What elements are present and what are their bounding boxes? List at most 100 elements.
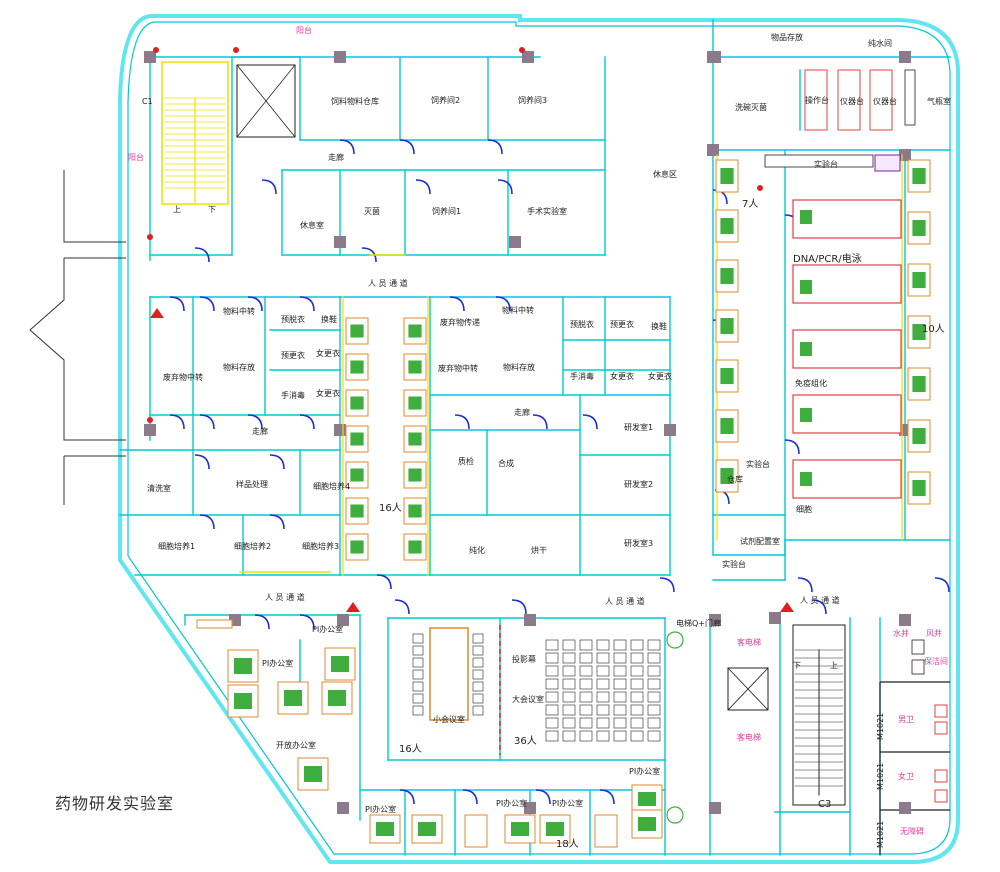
- label-m1021-c: M1021: [876, 821, 885, 848]
- lab-equipment-icon: [800, 342, 812, 356]
- door-swing: [194, 247, 210, 263]
- chair: [418, 822, 436, 836]
- label-corridor-mid: 走廊: [514, 407, 530, 417]
- door-swing: [487, 139, 503, 155]
- auditorium-chair: [596, 678, 610, 690]
- meeting-chair: [472, 669, 484, 680]
- door-swing: [269, 454, 285, 470]
- elevator-cross: [236, 64, 296, 138]
- label-stair-up: 上: [173, 205, 181, 214]
- auditorium-chair: [596, 639, 610, 651]
- structural-column: [709, 614, 721, 626]
- plant-icon: [666, 631, 684, 649]
- auditorium-chair: [647, 730, 661, 742]
- door-swing: [299, 296, 315, 312]
- door-swing: [199, 514, 215, 530]
- chair: [350, 468, 364, 482]
- structural-column: [709, 51, 721, 63]
- auditorium-chair: [545, 691, 559, 703]
- label-lab2: 研发室2: [624, 479, 653, 489]
- door-swing: [339, 139, 355, 155]
- chair: [350, 540, 364, 554]
- door-swing: [394, 599, 410, 615]
- auditorium-chair: [613, 704, 627, 716]
- label-balcony-left: 阳台: [128, 152, 144, 162]
- label-animal-room3: 饲养间3: [518, 95, 547, 105]
- auditorium-chair: [562, 652, 576, 664]
- toilet-fixture: [934, 704, 948, 718]
- label-bench: 实验台: [814, 159, 838, 169]
- meeting-chair: [472, 705, 484, 716]
- label-water-right: 水井: [893, 628, 909, 638]
- auditorium-chair: [562, 730, 576, 742]
- label-animal-store: 饲料物料仓库: [331, 96, 379, 106]
- stair-right: [792, 624, 846, 806]
- cabinet: [464, 814, 488, 848]
- auditorium-chair: [562, 717, 576, 729]
- auditorium-chair: [613, 691, 627, 703]
- chair: [912, 428, 926, 444]
- plant-icon: [666, 806, 684, 824]
- label-cells: 细胞: [796, 504, 812, 514]
- chair: [720, 168, 734, 184]
- structural-column: [509, 236, 521, 248]
- plan-caption: 药物研发实验室: [55, 794, 175, 813]
- structural-column: [899, 614, 911, 626]
- chair: [408, 324, 422, 338]
- label-material-transfer-mid: 物料中转: [502, 305, 534, 315]
- auditorium-chair: [579, 652, 593, 664]
- label-water-room: 纯水间: [868, 38, 892, 48]
- door-swing: [535, 789, 551, 805]
- door-swing: [169, 414, 185, 430]
- label-passage-right: 人 员 通 道: [800, 595, 840, 605]
- auditorium-chair: [596, 704, 610, 716]
- label-instrument1: 仪器台: [840, 96, 864, 106]
- structural-column: [334, 236, 346, 248]
- meeting-chair: [472, 681, 484, 692]
- label-change-left4: 女更衣: [316, 348, 340, 358]
- door-swing: [497, 179, 513, 195]
- structural-column: [707, 144, 719, 156]
- structural-column: [334, 51, 346, 63]
- label-material-store-left: 物料存放: [223, 362, 255, 372]
- meeting-chair: [472, 645, 484, 656]
- chair: [912, 376, 926, 392]
- label-purify: 纯化: [469, 545, 485, 555]
- door-swing: [415, 179, 431, 195]
- auditorium-chair: [562, 665, 576, 677]
- instrument-bench: [869, 69, 893, 131]
- label-pi-office2: PI办公室: [262, 658, 293, 668]
- door-swing: [532, 414, 548, 430]
- marker-dot: [757, 185, 763, 191]
- auditorium-chair: [545, 665, 559, 677]
- label-cell-culture4: 细胞培养4: [313, 481, 350, 491]
- meeting-chair: [412, 693, 424, 704]
- structural-column: [524, 614, 536, 626]
- warning-icon: [150, 308, 164, 318]
- auditorium-chair: [613, 665, 627, 677]
- label-waste-mid: 废弃物传递: [440, 317, 480, 327]
- auditorium-chair: [613, 730, 627, 742]
- auditorium-chair: [630, 717, 644, 729]
- label-change-mid4: 手消毒: [570, 371, 594, 381]
- auditorium-chair: [647, 717, 661, 729]
- chair: [720, 218, 734, 234]
- auditorium-chair: [596, 652, 610, 664]
- label-elev2: 客电梯: [737, 732, 761, 742]
- chair: [912, 324, 926, 340]
- door-swing: [599, 789, 615, 805]
- chair: [408, 432, 422, 446]
- marker-dot: [147, 417, 153, 423]
- auditorium-chair: [579, 704, 593, 716]
- door-swing: [247, 414, 263, 430]
- chair: [376, 822, 394, 836]
- chair: [720, 318, 734, 334]
- label-lab1: 研发室1: [624, 422, 653, 432]
- label-change-mid6: 女更衣: [648, 371, 672, 381]
- label-lab3: 研发室3: [624, 538, 653, 548]
- door-swing: [934, 577, 950, 593]
- label-accessible: 无障碍: [900, 826, 924, 836]
- label-corridor-left: 走廊: [252, 426, 268, 436]
- meeting-table: [429, 627, 469, 721]
